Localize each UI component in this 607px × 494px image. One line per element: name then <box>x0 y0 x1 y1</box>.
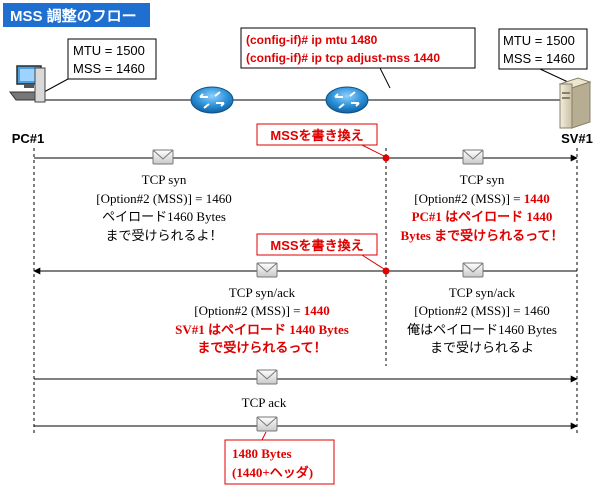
page-title: MSS 調整のフロー <box>10 7 137 25</box>
syn-left-line2: [Option#2 (MSS)] = 1460 <box>96 191 232 206</box>
synack-left-text: TCP syn/ack [Option#2 (MSS)] = 1440 SV#1… <box>175 285 349 355</box>
data-size-line2: (1440+ヘッダ) <box>232 465 313 480</box>
syn-right-mss-value: 1440 <box>524 191 550 206</box>
syn-right-line2-prefix: [Option#2 (MSS)] = <box>414 191 524 206</box>
syn-rewrite-label: MSSを書き換え <box>270 128 363 143</box>
ack-label: TCP ack <box>242 395 287 410</box>
pc-label: PC#1 <box>12 131 45 146</box>
sv-mss: MSS = 1460 <box>503 51 575 66</box>
pc-mtu: MTU = 1500 <box>73 43 145 58</box>
config-line-1: (config-if)# ip mtu 1480 <box>246 33 378 47</box>
synack-rewrite-label: MSSを書き換え <box>270 238 363 253</box>
sv-label: SV#1 <box>561 131 593 146</box>
title-banner: MSS 調整のフロー <box>3 3 150 27</box>
synack-rewrite-callout: MSSを書き換え <box>256 233 385 270</box>
syn-right-line2: [Option#2 (MSS)] = 1440 <box>414 191 550 206</box>
data-size-line1: 1480 Bytes <box>232 446 292 461</box>
syn-left-line4: まで受けられるよ！ <box>105 228 222 243</box>
synack-left-line4: まで受けられるって！ <box>197 340 326 355</box>
envelope-icon <box>152 149 174 165</box>
synack-left-mss-value: 1440 <box>304 303 330 318</box>
syn-rewrite-point <box>382 154 390 162</box>
synack-left-line3: SV#1 はペイロード 1440 Bytes <box>175 322 349 337</box>
config-line-2: (config-if)# ip tcp adjust-mss 1440 <box>246 51 440 65</box>
synack-right-line3: 俺はペイロード1460 Bytes <box>407 322 557 337</box>
envelope-icon <box>256 416 278 432</box>
router-icon <box>190 86 234 114</box>
synack-right-text: TCP syn/ack [Option#2 (MSS)] = 1460 俺はペイ… <box>407 285 557 355</box>
envelope-icon <box>256 369 278 385</box>
synack-right-line4: まで受けられるよ <box>430 340 534 355</box>
synack-left-line2: [Option#2 (MSS)] = 1440 <box>194 303 330 318</box>
envelope-icon <box>256 262 278 278</box>
syn-right-line1: TCP syn <box>460 172 505 187</box>
pc-info-box: MTU = 1500 MSS = 1460 <box>43 38 157 93</box>
pc-mss: MSS = 1460 <box>73 61 145 76</box>
syn-left-text: TCP syn [Option#2 (MSS)] = 1460 ペイロード146… <box>96 172 232 243</box>
router-icon <box>325 86 369 114</box>
sv-mtu: MTU = 1500 <box>503 33 575 48</box>
synack-right-line1: TCP syn/ack <box>449 285 516 300</box>
envelope-icon <box>462 149 484 165</box>
server-icon <box>558 77 592 129</box>
synack-right-line2: [Option#2 (MSS)] = 1460 <box>414 303 550 318</box>
sv-info-box: MTU = 1500 MSS = 1460 <box>498 28 588 83</box>
syn-rewrite-callout: MSSを書き換え <box>256 123 385 157</box>
synack-left-line1: TCP syn/ack <box>229 285 296 300</box>
syn-left-line1: TCP syn <box>142 172 187 187</box>
data-size-box: 1480 Bytes (1440+ヘッダ) <box>224 431 335 485</box>
syn-right-line4: Bytes まで受けられるって！ <box>401 228 564 243</box>
envelope-icon <box>462 262 484 278</box>
syn-right-text: TCP syn [Option#2 (MSS)] = 1440 PC#1 はペイ… <box>401 172 564 243</box>
syn-right-line3: PC#1 はペイロード 1440 <box>412 209 553 224</box>
synack-left-line2-prefix: [Option#2 (MSS)] = <box>194 303 304 318</box>
router-config-box: (config-if)# ip mtu 1480 (config-if)# ip… <box>240 27 476 89</box>
syn-left-line3: ペイロード1460 Bytes <box>102 209 226 224</box>
synack-rewrite-point <box>382 267 390 275</box>
computer-icon <box>9 65 46 103</box>
